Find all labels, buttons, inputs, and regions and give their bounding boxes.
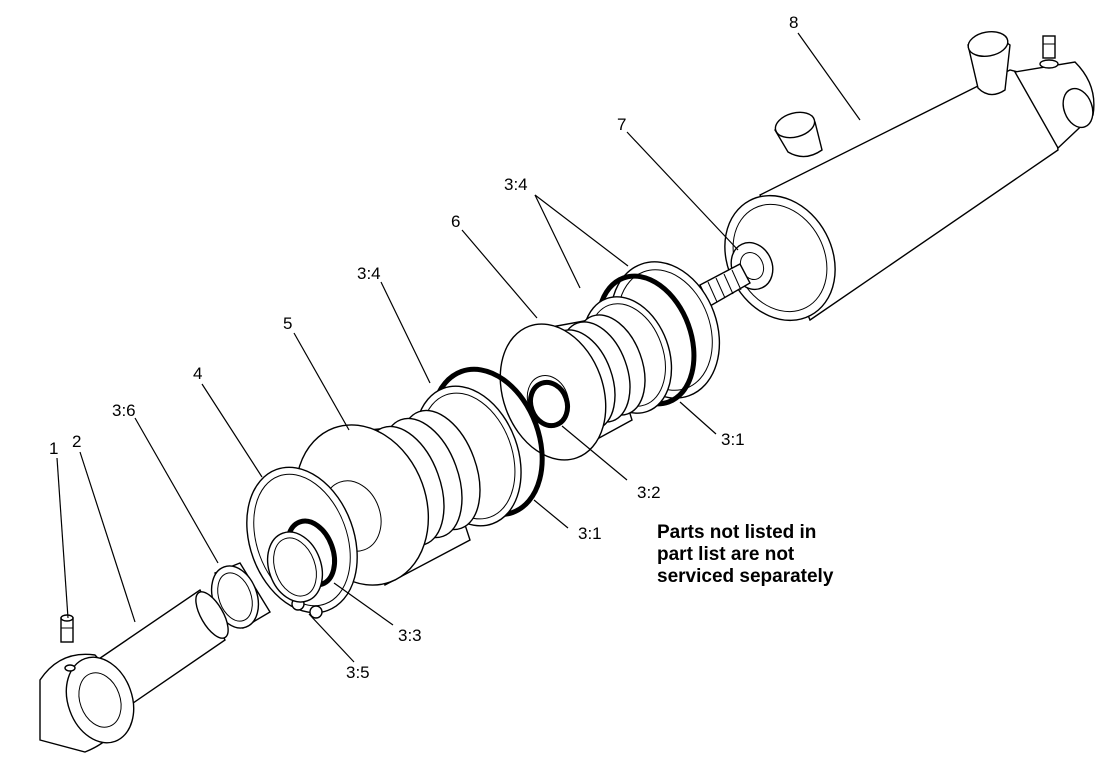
callout-3-1-right: 3:1 — [721, 430, 745, 449]
part-6-piston — [499, 314, 646, 461]
rod-seals — [266, 518, 338, 603]
callout-3-5: 3:5 — [346, 663, 370, 682]
callout-2: 2 — [72, 432, 82, 451]
part-1-grease-fitting — [60, 614, 74, 643]
service-note-line-1: Parts not listed in — [657, 522, 817, 543]
part-8-cylinder-barrel — [724, 30, 1095, 322]
callout-8: 8 — [789, 13, 799, 32]
service-note-line-3: serviced separately — [657, 566, 834, 587]
callout-3-1-middle: 3:1 — [578, 524, 602, 543]
service-note-line-2: part list are not — [657, 544, 795, 565]
callout-1: 1 — [49, 439, 59, 458]
callout-3-6: 3:6 — [112, 401, 136, 420]
callout-3-3: 3:3 — [398, 626, 422, 645]
part-5-gland — [294, 409, 481, 587]
service-note: Parts not listed in part list are not se… — [657, 522, 833, 588]
leader-lines — [56, 32, 861, 663]
callout-5: 5 — [283, 314, 293, 333]
callout-3-4-top: 3:4 — [504, 175, 528, 194]
callout-7: 7 — [617, 115, 627, 134]
callout-4: 4 — [193, 364, 203, 383]
part-2-rod — [39, 588, 229, 753]
callout-3-2: 3:2 — [637, 483, 661, 502]
callout-3-4-middle: 3:4 — [357, 264, 381, 283]
callout-6: 6 — [451, 212, 461, 231]
